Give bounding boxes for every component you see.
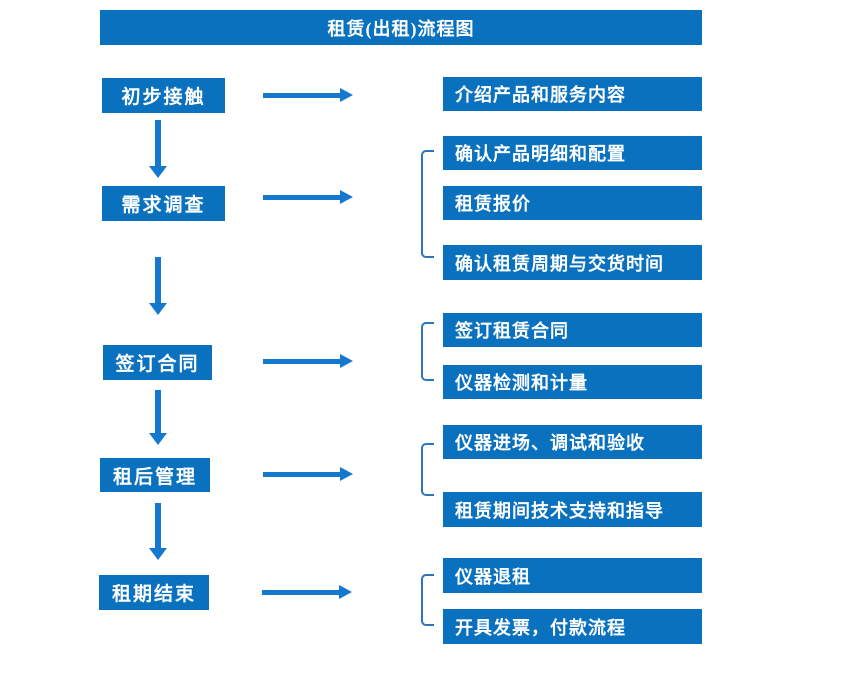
arrow-right-icon xyxy=(263,354,353,368)
detail-box-instrument-return: 仪器退租 xyxy=(443,558,702,593)
group-bracket xyxy=(421,322,434,381)
detail-box-introduce-products: 介绍产品和服务内容 xyxy=(443,77,702,111)
arrow-down-icon xyxy=(149,257,167,315)
arrow-right-icon xyxy=(263,467,353,481)
detail-box-confirm-product-config: 确认产品明细和配置 xyxy=(443,136,702,170)
arrow-down-icon xyxy=(149,390,167,445)
detail-box-invoice-payment: 开具发票，付款流程 xyxy=(443,609,702,644)
stage-box-post-rental-management: 租后管理 xyxy=(100,458,210,492)
group-bracket xyxy=(421,150,434,258)
stage-box-sign-contract: 签订合同 xyxy=(103,345,212,380)
stage-box-rental-end: 租期结束 xyxy=(99,575,209,610)
arrow-right-icon xyxy=(263,88,353,102)
stage-box-demand-survey: 需求调查 xyxy=(102,186,225,221)
detail-box-rental-quote: 租赁报价 xyxy=(443,186,702,220)
detail-box-instrument-setup-acceptance: 仪器进场、调试和验收 xyxy=(443,425,702,459)
detail-box-confirm-period-delivery: 确认租赁周期与交货时间 xyxy=(443,245,702,280)
group-bracket xyxy=(421,443,434,496)
arrow-down-icon xyxy=(149,503,167,560)
group-bracket xyxy=(421,574,434,626)
detail-box-tech-support: 租赁期间技术支持和指导 xyxy=(443,492,702,527)
flowchart-title: 租赁(出租)流程图 xyxy=(100,10,702,45)
arrow-down-icon xyxy=(149,120,167,178)
arrow-right-icon xyxy=(263,190,353,204)
stage-box-initial-contact: 初步接触 xyxy=(102,78,225,113)
arrow-right-icon xyxy=(262,585,352,599)
detail-box-sign-rental-contract: 签订租赁合同 xyxy=(443,313,702,347)
detail-box-instrument-testing: 仪器检测和计量 xyxy=(443,365,702,399)
